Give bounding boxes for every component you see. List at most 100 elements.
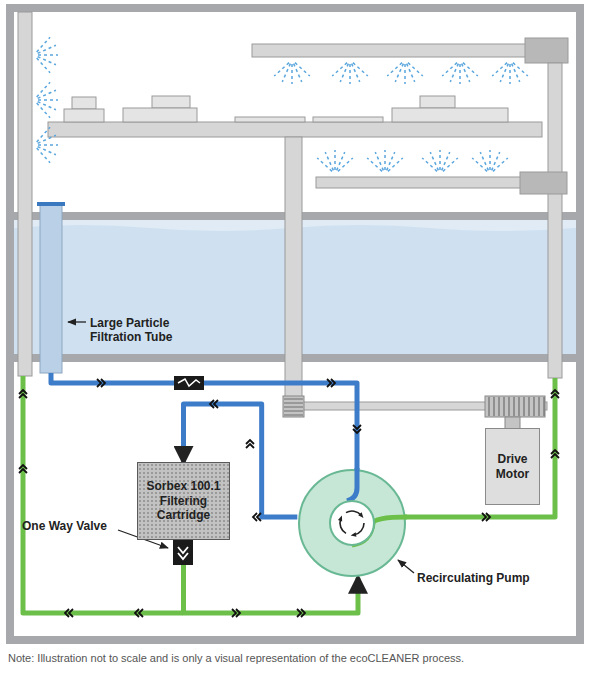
spray-jet (282, 64, 290, 82)
spray-jet (430, 152, 438, 170)
gear-tooth (284, 415, 303, 416)
box-label: Drive Motor (491, 452, 534, 481)
spray-jet (37, 37, 50, 52)
rotation-arrowhead (338, 516, 342, 522)
pulley-rib (538, 397, 539, 416)
spray-jet (408, 63, 423, 76)
shaft-gear (283, 396, 304, 417)
drive-pulley (485, 396, 545, 417)
pump-housing (299, 470, 405, 576)
filtration-tube-cap (37, 202, 65, 206)
spray-jet (489, 150, 491, 170)
upper-spray-arm (252, 44, 548, 57)
flow-chevron (65, 609, 73, 617)
valve-chevron (178, 547, 188, 559)
spray-jet (387, 63, 402, 76)
flow-chevron (253, 513, 261, 521)
spray-jet (38, 90, 56, 98)
one-way-valve (173, 540, 193, 565)
spray-jet (38, 54, 58, 56)
supply-pipe-right (404, 378, 555, 517)
spray-jet (352, 64, 360, 82)
tube-leader (68, 321, 86, 322)
spray-jet (294, 64, 302, 82)
part-block (152, 96, 190, 108)
spray-jet (450, 64, 458, 82)
spray-jet (422, 158, 437, 171)
spray-jet (38, 99, 58, 101)
gear-tooth (284, 403, 303, 404)
spray-jet (38, 45, 56, 53)
spray-jet (274, 63, 289, 76)
spray-jet (38, 147, 56, 155)
pulley-rib (508, 397, 509, 416)
flow-chevron (97, 379, 105, 387)
spray-jet (500, 64, 508, 82)
part-block (392, 108, 508, 122)
motor-box: Drive Motor (485, 428, 540, 505)
spray-jet (492, 63, 507, 76)
lower-spray-arm (316, 177, 545, 188)
gear-tooth (284, 411, 303, 412)
flow-chevron (210, 400, 218, 408)
center-post (285, 137, 302, 405)
spray-jet (462, 64, 470, 82)
spray-jet (404, 64, 406, 84)
pulley-rib (523, 397, 524, 416)
right-riser-pipe (548, 63, 562, 378)
pump-circle: Recirculating Pump (297, 468, 407, 578)
spray-jet (291, 64, 293, 84)
spray-jet (512, 64, 520, 82)
spray-jet (387, 152, 395, 170)
part-plate (235, 117, 305, 122)
pulley-rib (528, 397, 529, 416)
spray-jet (492, 152, 500, 170)
flow-chevron (297, 609, 305, 617)
gear-tooth (284, 399, 303, 400)
spray-jet (334, 150, 336, 170)
spray-jet (375, 152, 383, 170)
pulley-rib (518, 397, 519, 416)
spray-jet (480, 152, 488, 170)
flow-chevron (232, 609, 240, 617)
filtration-tube (40, 205, 62, 373)
part-block (420, 96, 455, 108)
lower-arm-hub (520, 172, 567, 194)
cabinet-frame (10, 8, 580, 640)
pulley-rib (503, 397, 504, 416)
part-plate (313, 117, 383, 122)
pump-leader (398, 560, 414, 573)
pulley-rib (493, 397, 494, 416)
spray-jet (439, 150, 441, 170)
spray-jet (337, 152, 345, 170)
flow-chevron (551, 390, 559, 398)
flow-chevron (19, 390, 27, 398)
spray-jet (37, 82, 50, 97)
part-block (123, 108, 197, 122)
filter-cartridge: Sorbex 100.1 Filtering Cartridge (137, 462, 230, 540)
pump-drawing (297, 468, 407, 578)
spray-jet (395, 64, 403, 82)
spray-jet (317, 158, 332, 171)
caption-note: Note: Illustration not to scale and is o… (8, 652, 586, 666)
spray-jet (384, 150, 386, 170)
inline-strainer (174, 376, 204, 390)
flow-chevrons (19, 379, 559, 617)
spray-jet (38, 144, 58, 146)
parts-tray (48, 122, 542, 137)
spray-jet (388, 158, 403, 171)
pulley-rib (513, 397, 514, 416)
pulley-rib (543, 397, 544, 416)
spray-jet (349, 64, 351, 84)
spray-jets (37, 37, 528, 171)
spray-jet (38, 57, 56, 65)
pulley-rib (533, 397, 534, 416)
drain-pipe (51, 373, 357, 470)
part-block (72, 97, 96, 109)
spray-jet (443, 158, 458, 171)
spray-jet (37, 148, 50, 163)
spray-jet (353, 63, 368, 76)
spray-jet (340, 64, 348, 82)
spray-jet (37, 103, 50, 118)
